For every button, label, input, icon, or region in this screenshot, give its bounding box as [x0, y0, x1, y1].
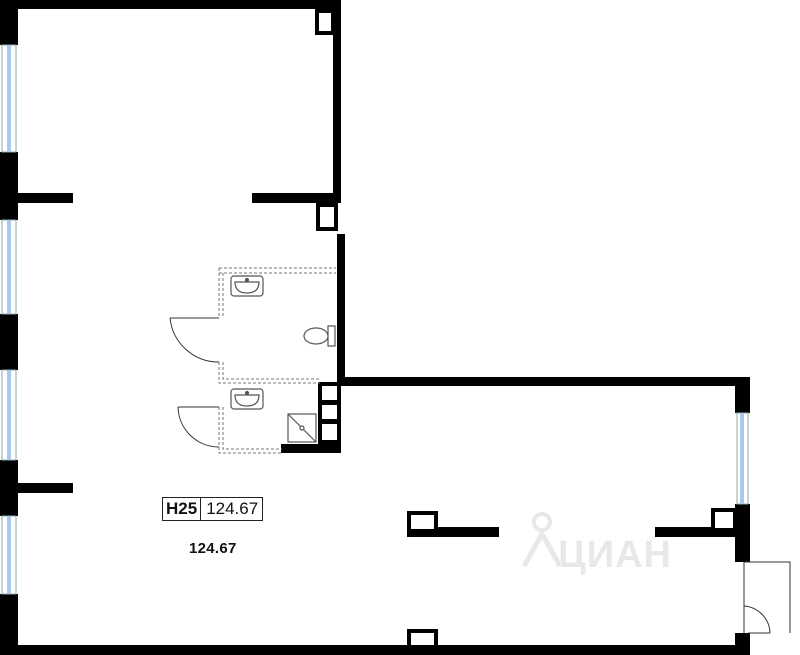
unit-code: H25 — [163, 498, 202, 520]
wall-bottom — [0, 645, 750, 655]
toilet-tank — [327, 325, 336, 347]
watermark-logo-icon — [521, 512, 560, 568]
wall-upper-right — [333, 0, 341, 200]
column-bottom-box — [407, 629, 438, 649]
wall-right-stub — [655, 527, 740, 537]
shower-icon — [287, 413, 317, 443]
shaft-4 — [318, 401, 341, 423]
shaft-5 — [318, 420, 341, 444]
unit-tag: H25 124.67 — [162, 497, 264, 521]
column-right-box — [711, 508, 737, 532]
column-center-box — [407, 511, 438, 533]
wall-partition-2 — [18, 483, 73, 493]
shafts — [315, 9, 737, 649]
wall-right-2 — [735, 504, 750, 562]
wall-partition-1b — [252, 193, 341, 203]
bathroom-partitions — [218, 267, 336, 454]
sink-1-drain — [244, 277, 250, 283]
partition-mid — [218, 362, 320, 384]
sink-icon — [230, 275, 264, 297]
shaft-2 — [316, 203, 338, 231]
door-2 — [177, 406, 220, 448]
toilet-bowl — [303, 327, 329, 345]
fixtures — [230, 275, 336, 443]
window-glass-left-1 — [7, 45, 11, 152]
unit-area: 124.67 — [206, 499, 259, 518]
door-3 — [743, 561, 791, 634]
window-glass-left-3 — [7, 370, 11, 460]
window-glass-left-2 — [7, 220, 11, 314]
wall-upper-right-2 — [337, 234, 345, 382]
walls — [0, 0, 750, 655]
windows — [1, 44, 749, 595]
partition-lower — [218, 407, 282, 454]
shower-drain — [299, 425, 305, 431]
wall-left-4 — [0, 460, 18, 516]
door-1 — [169, 317, 220, 363]
wall-left-3 — [0, 314, 18, 370]
sink-2-bowl — [234, 394, 260, 407]
column-center — [407, 527, 499, 537]
wall-left-2 — [0, 152, 18, 220]
wall-right-1 — [735, 377, 750, 413]
window-glass-right-1 — [740, 413, 744, 504]
wall-left-5 — [0, 594, 18, 655]
shaft-3 — [318, 382, 341, 404]
doors — [169, 317, 791, 634]
window-glass-left-4 — [7, 516, 11, 594]
sink-2-drain — [244, 390, 250, 396]
sink-icon — [230, 388, 264, 410]
door-swing-icon — [169, 317, 791, 634]
wall-top — [0, 0, 340, 9]
watermark: ЦИАН — [520, 508, 720, 578]
sink-1-bowl — [234, 281, 260, 294]
watermark-text: ЦИАН — [558, 534, 672, 576]
wall-left-1 — [0, 0, 18, 45]
wall-bath-bottom — [281, 444, 341, 453]
wall-partition-1a — [18, 193, 73, 203]
wall-right-3 — [735, 633, 750, 655]
toilet-icon — [303, 325, 336, 347]
shaft-1 — [315, 9, 335, 35]
area-label: 124.67 — [189, 540, 237, 557]
wall-step — [337, 377, 750, 386]
